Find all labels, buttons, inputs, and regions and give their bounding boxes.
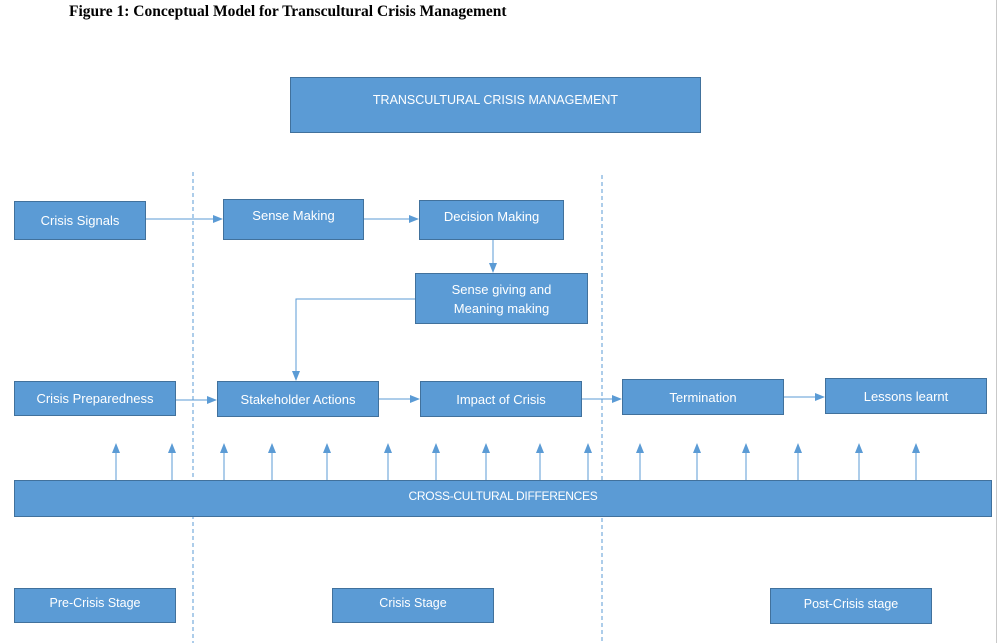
stakeholder-actions-box: Stakeholder Actions: [217, 381, 379, 417]
header-label: TRANSCULTURAL CRISIS MANAGEMENT: [372, 93, 619, 107]
crisis-signals-label: Crisis Signals: [40, 213, 120, 228]
sense-making-label: Sense Making: [252, 208, 335, 223]
crisis-stage-label: Crisis Stage: [379, 596, 447, 610]
termination-label: Termination: [669, 389, 737, 405]
arrow-sensegiving-to-stakeholder: [292, 298, 415, 381]
termination-box: Termination: [622, 379, 784, 415]
crisis-preparedness-box: Crisis Preparedness: [14, 381, 176, 416]
pre-crisis-stage-box: Pre-Crisis Stage: [14, 588, 176, 623]
lessons-learnt-box: Lessons learnt: [825, 378, 987, 414]
sense-making-box: Sense Making: [223, 199, 364, 240]
impact-of-crisis-label: Impact of Crisis: [456, 391, 546, 407]
sense-giving-label-line2: Meaning making: [453, 300, 550, 316]
decision-making-label: Decision Making: [443, 209, 540, 224]
decision-making-box: Decision Making: [419, 200, 564, 240]
page-edge: [996, 0, 997, 643]
crisis-preparedness-label: Crisis Preparedness: [36, 391, 154, 406]
post-crisis-stage-label: Post-Crisis stage: [803, 597, 899, 611]
crisis-stage-box: Crisis Stage: [332, 588, 494, 623]
post-crisis-stage-box: Post-Crisis stage: [770, 588, 932, 624]
sense-giving-box: Sense giving and Meaning making: [415, 273, 588, 324]
figure-caption: Figure 1: Conceptual Model for Transcult…: [69, 3, 507, 20]
cross-cultural-differences-bar: CROSS-CULTURAL DIFFERENCES: [14, 480, 992, 517]
impact-of-crisis-box: Impact of Crisis: [420, 381, 582, 417]
crisis-signals-box: Crisis Signals: [14, 201, 146, 240]
sense-giving-label-line1: Sense giving and: [451, 281, 552, 297]
transcultural-crisis-management-box: TRANSCULTURAL CRISIS MANAGEMENT: [290, 77, 701, 133]
cross-cultural-label: CROSS-CULTURAL DIFFERENCES: [408, 489, 598, 503]
lessons-learnt-label: Lessons learnt: [863, 388, 949, 404]
stakeholder-actions-label: Stakeholder Actions: [240, 391, 356, 407]
pre-crisis-stage-label: Pre-Crisis Stage: [49, 596, 141, 610]
